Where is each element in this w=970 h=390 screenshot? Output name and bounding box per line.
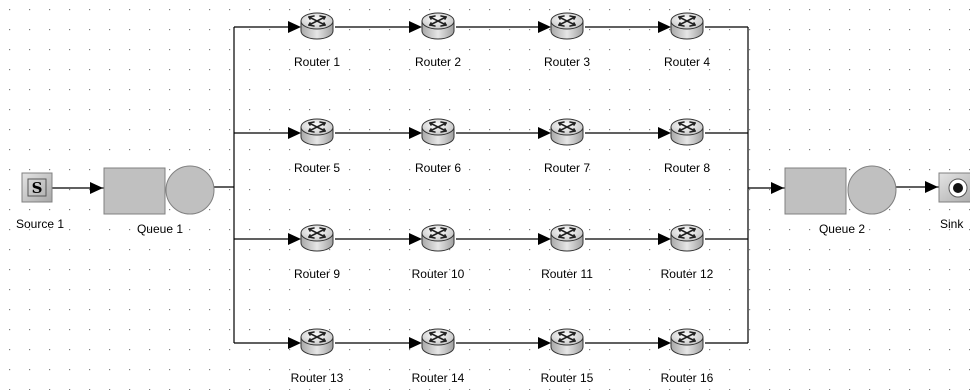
router-label: Router 2 (415, 55, 461, 69)
router-icon[interactable] (670, 12, 704, 40)
queue-2-block[interactable] (784, 165, 897, 215)
router-label: Router 5 (294, 161, 340, 175)
arrowhead (538, 233, 551, 245)
router-label: Router 13 (291, 371, 344, 385)
router-icon[interactable] (670, 328, 704, 356)
queue-1-block[interactable] (103, 165, 215, 215)
arrowhead (409, 21, 422, 33)
router-icon[interactable] (421, 224, 455, 252)
router-icon[interactable] (550, 12, 584, 40)
arrowhead (538, 127, 551, 139)
queue-1-label: Queue 1 (137, 222, 183, 236)
router-icon[interactable] (300, 12, 334, 40)
nodes: Router 1 Router 2 Router 3 Router 4 Router 5… (291, 12, 714, 385)
sink-label: Sink (940, 217, 964, 231)
router-label: Router 9 (294, 267, 340, 281)
router-label: Router 10 (412, 267, 465, 281)
router-icon[interactable] (300, 328, 334, 356)
router-icon[interactable] (670, 224, 704, 252)
router-icon[interactable] (421, 12, 455, 40)
arrowhead (288, 21, 301, 33)
source-glyph: S (32, 179, 43, 197)
router-icon[interactable] (421, 118, 455, 146)
router-icon[interactable] (421, 328, 455, 356)
source-label: Source 1 (16, 217, 64, 231)
source-block[interactable]: S (21, 172, 53, 203)
router-icon[interactable] (550, 328, 584, 356)
arrowhead (658, 233, 671, 245)
router-label: Router 8 (664, 161, 710, 175)
arrowhead (288, 233, 301, 245)
arrowhead (288, 337, 301, 349)
arrowhead (538, 21, 551, 33)
router-label: Router 4 (664, 55, 710, 69)
router-label: Router 12 (661, 267, 714, 281)
router-label: Router 11 (541, 267, 593, 281)
router-icon[interactable] (550, 118, 584, 146)
queue-2-label: Queue 2 (819, 222, 865, 236)
router-label: Router 16 (661, 371, 714, 385)
router-icon[interactable] (300, 224, 334, 252)
connections (52, 21, 939, 349)
router-label: Router 6 (415, 161, 461, 175)
router-label: Router 7 (544, 161, 590, 175)
arrowhead (409, 337, 422, 349)
router-icon[interactable] (550, 224, 584, 252)
arrowhead (409, 233, 422, 245)
router-label: Router 3 (544, 55, 590, 69)
arrowhead (658, 337, 671, 349)
arrowhead (658, 21, 671, 33)
router-label: Router 14 (412, 371, 465, 385)
arrowhead (90, 182, 103, 194)
arrowhead (409, 127, 422, 139)
router-icon[interactable] (670, 118, 704, 146)
arrowhead (288, 127, 301, 139)
sink-block[interactable] (938, 172, 970, 203)
router-label: Router 1 (294, 55, 340, 69)
arrowhead (658, 127, 671, 139)
router-icon[interactable] (300, 118, 334, 146)
arrowhead (925, 181, 938, 193)
arrowhead (771, 182, 784, 194)
router-label: Router 15 (541, 371, 594, 385)
arrowhead (538, 337, 551, 349)
